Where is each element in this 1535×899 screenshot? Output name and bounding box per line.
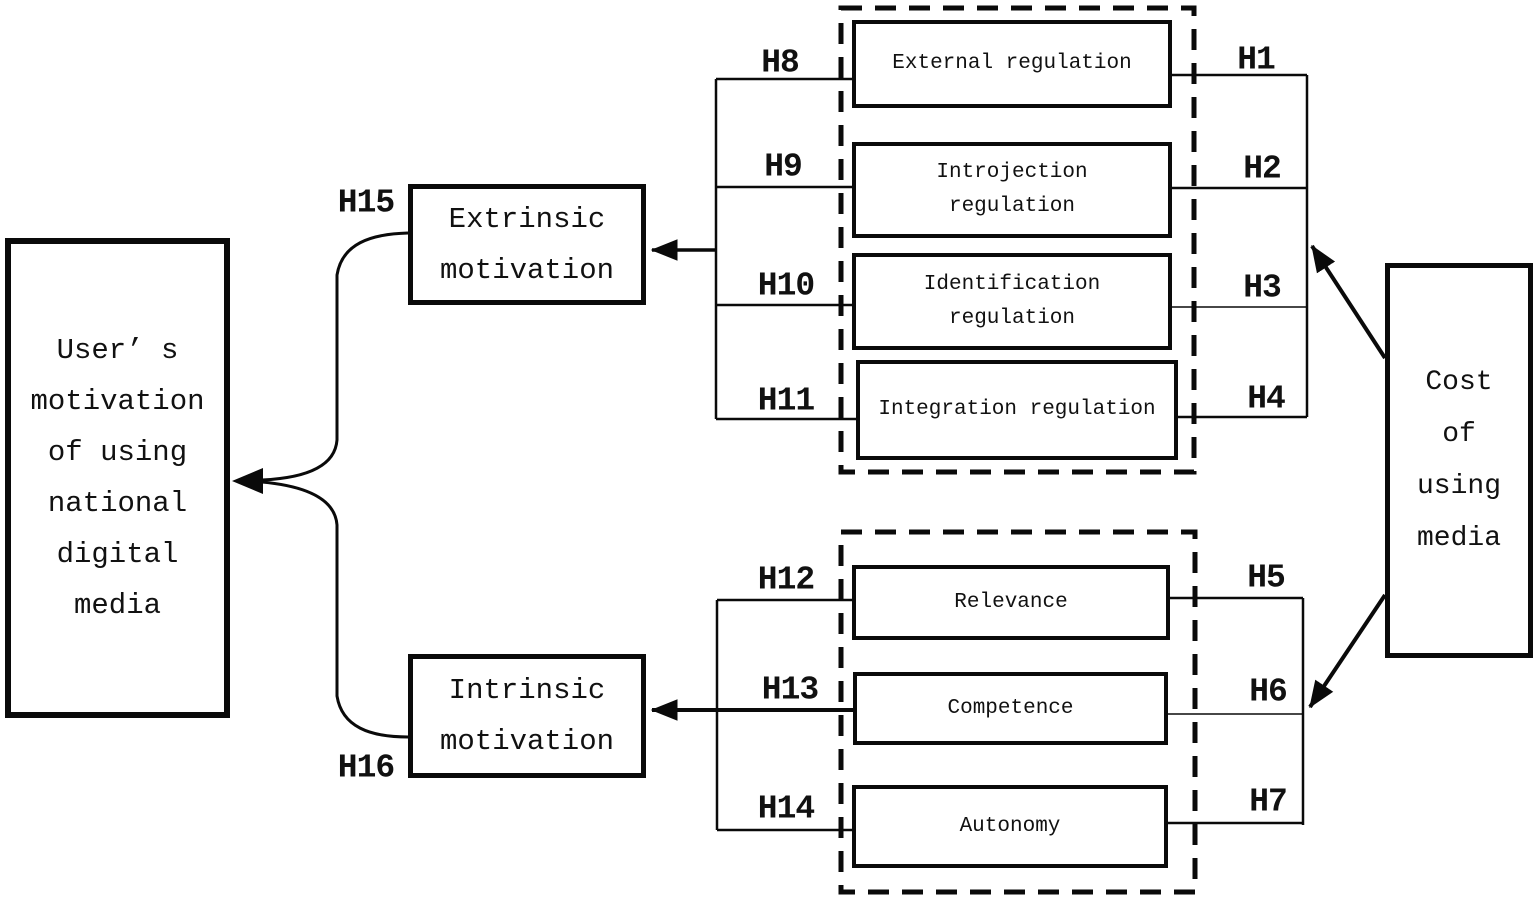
label-h11: H11 xyxy=(757,382,815,420)
label-h4: H4 xyxy=(1247,380,1286,418)
label-h7: H7 xyxy=(1249,783,1288,821)
node-identification-regulation: Identification regulation xyxy=(852,253,1172,350)
cost-to-intrinsic-bundle-arrow xyxy=(1308,593,1387,709)
h15-curve xyxy=(261,231,409,482)
cost-to-extrinsic-bundle-arrow xyxy=(1310,244,1387,360)
node-introjection-regulation: Introjection regulation xyxy=(852,142,1172,238)
label-h12: H12 xyxy=(757,561,815,599)
node-integration-regulation: Integration regulation xyxy=(856,360,1178,460)
label-h15: H15 xyxy=(337,184,395,222)
label-h5: H5 xyxy=(1247,559,1286,597)
h16-curve xyxy=(261,480,409,739)
node-competence: Competence xyxy=(853,672,1168,745)
node-relevance: Relevance xyxy=(852,565,1170,640)
node-user-motivation: User’ s motivation of using national dig… xyxy=(5,238,230,718)
label-h14: H14 xyxy=(757,790,815,828)
label-h3: H3 xyxy=(1243,269,1282,307)
label-h6: H6 xyxy=(1249,673,1288,711)
node-external-regulation: External regulation xyxy=(852,20,1172,108)
node-intrinsic-motivation: Intrinsic motivation xyxy=(408,654,646,778)
arrow-to-user-motivation xyxy=(232,468,263,494)
label-h2: H2 xyxy=(1243,150,1282,188)
label-h10: H10 xyxy=(757,267,815,305)
label-h9: H9 xyxy=(764,148,803,186)
label-h13: H13 xyxy=(761,671,819,709)
node-autonomy: Autonomy xyxy=(852,785,1168,868)
label-h1: H1 xyxy=(1237,41,1276,79)
node-extrinsic-motivation: Extrinsic motivation xyxy=(408,184,646,305)
label-h8: H8 xyxy=(761,44,800,82)
node-cost-of-using-media: Cost of using media xyxy=(1385,263,1533,658)
label-h16: H16 xyxy=(337,749,395,787)
